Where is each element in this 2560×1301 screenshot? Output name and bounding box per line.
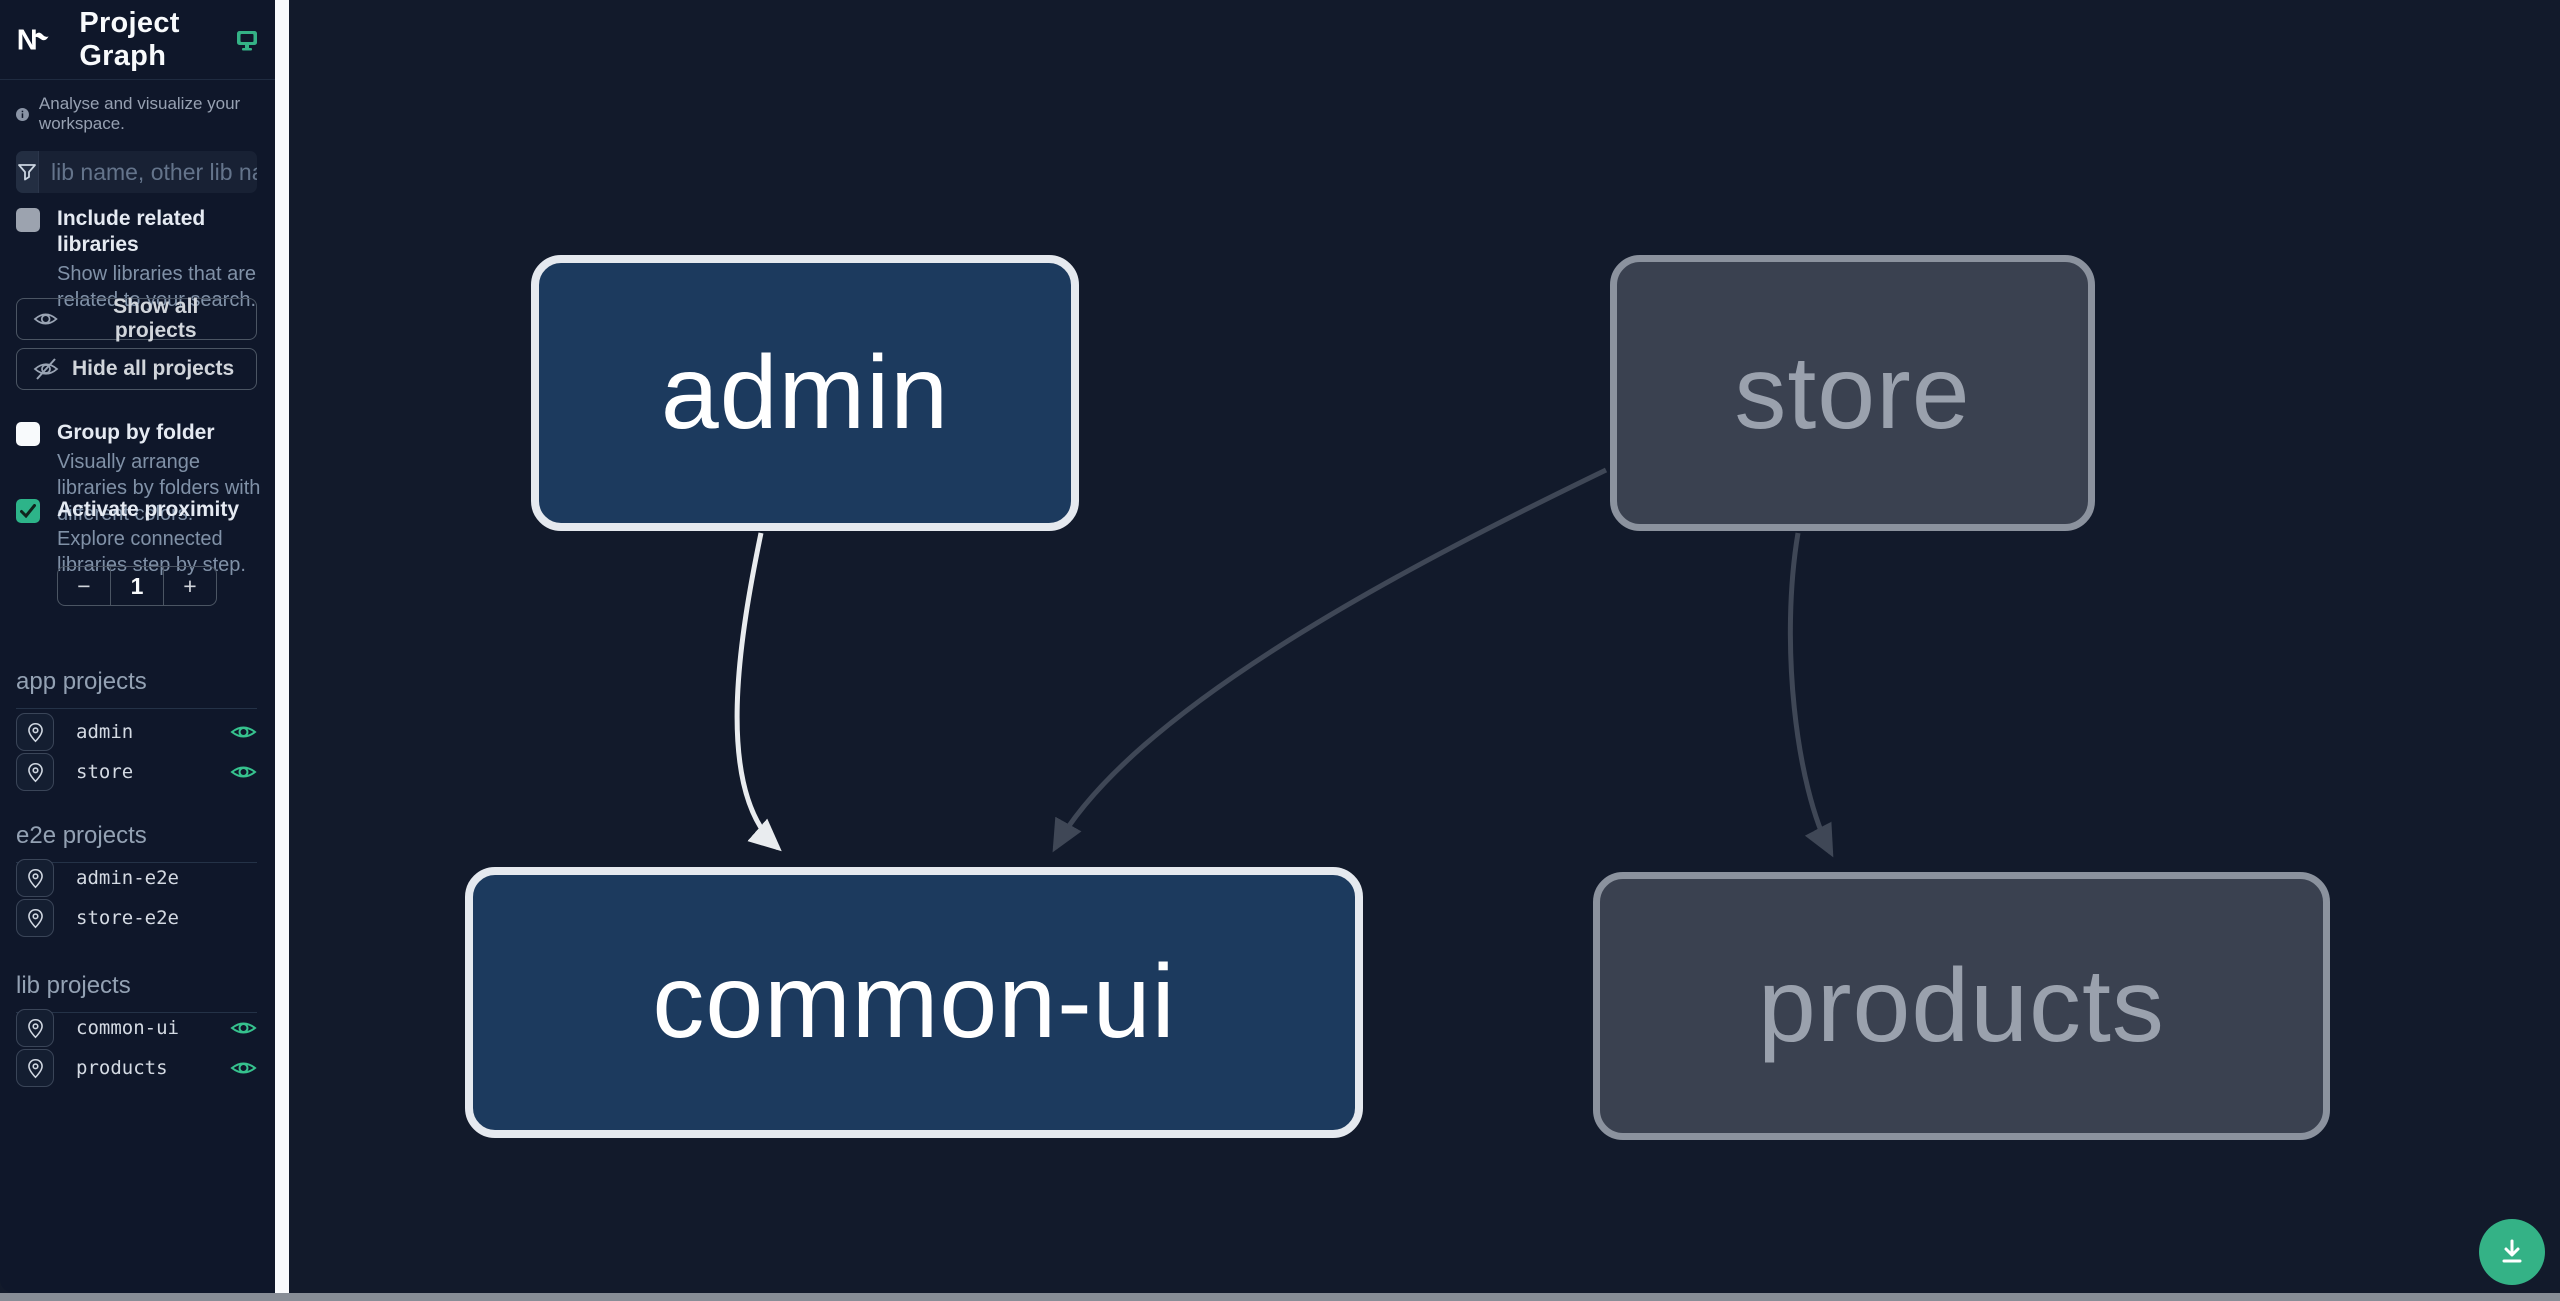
- eye-off-icon: [33, 358, 59, 380]
- visibility-eye-icon[interactable]: [230, 720, 257, 744]
- project-row-products: products: [16, 1048, 257, 1088]
- download-icon: [2502, 1239, 2522, 1263]
- visibility-eye-icon[interactable]: [230, 1056, 257, 1080]
- focus-icon[interactable]: [16, 859, 54, 897]
- project-name: store: [76, 761, 134, 783]
- focus-icon[interactable]: [16, 753, 54, 791]
- section-heading-app-projects: app projects: [16, 668, 257, 709]
- project-name: common-ui: [76, 1017, 179, 1039]
- checkbox-description: Visually arrange libraries by folders wi…: [57, 451, 261, 525]
- button-label: Show all projects: [113, 295, 199, 342]
- checkbox-description: Show libraries that are related to your …: [57, 263, 256, 311]
- sidebar: N Project Graph Analyse and visualize yo…: [0, 0, 275, 1293]
- tagline: Analyse and visualize your workspace.: [16, 94, 261, 134]
- focus-icon[interactable]: [16, 1009, 54, 1047]
- project-row-store-e2e: store-e2e: [16, 898, 257, 938]
- node-label: common-ui: [652, 944, 1176, 1060]
- focus-icon[interactable]: [16, 1049, 54, 1087]
- svg-text:N: N: [17, 24, 38, 56]
- project-row-admin-e2e: admin-e2e: [16, 858, 257, 898]
- checkbox-label: Group by folder: [57, 421, 215, 444]
- graph-node-products[interactable]: products: [1593, 872, 2330, 1140]
- info-icon: [16, 107, 29, 121]
- activate-proximity-option: Activate proximity Explore connected lib…: [16, 497, 262, 578]
- node-label: store: [1734, 334, 1971, 451]
- focus-icon[interactable]: [16, 713, 54, 751]
- edge-store-to-common-ui[interactable]: [1052, 467, 1608, 853]
- graph-node-common-ui[interactable]: common-ui: [465, 867, 1363, 1138]
- sidebar-canvas-divider: [275, 0, 289, 1293]
- project-row-admin: admin: [16, 712, 257, 752]
- filter-control: [16, 151, 257, 193]
- project-name: admin: [76, 721, 134, 743]
- eye-icon: [33, 313, 58, 325]
- group-by-folder-option: Group by folder Visually arrange librari…: [16, 420, 262, 527]
- edge-admin-to-common-ui[interactable]: [734, 532, 782, 852]
- graph-node-admin[interactable]: admin: [531, 255, 1079, 531]
- depth-value: 1: [110, 567, 164, 605]
- monitor-icon[interactable]: [235, 28, 259, 52]
- nx-logo-icon: N: [17, 24, 49, 56]
- download-graph-button[interactable]: [2479, 1219, 2545, 1285]
- window-bottom-edge: [0, 1293, 2560, 1301]
- visibility-eye-icon[interactable]: [230, 760, 257, 784]
- hide-all-projects-button[interactable]: Hide all projects: [16, 348, 257, 390]
- button-label: Hide all projects: [72, 357, 235, 380]
- graph-node-store[interactable]: store: [1610, 255, 2095, 531]
- project-row-store: store: [16, 752, 257, 792]
- sidebar-header: N Project Graph: [0, 0, 275, 80]
- project-name: products: [76, 1057, 168, 1079]
- node-label: admin: [660, 334, 950, 451]
- include-related-checkbox[interactable]: [16, 208, 40, 232]
- decrement-button[interactable]: −: [58, 567, 110, 605]
- page-title: Project Graph: [79, 6, 180, 72]
- group-by-folder-checkbox[interactable]: [16, 422, 40, 446]
- filter-input[interactable]: [39, 151, 257, 193]
- proximity-depth-stepper: − 1 +: [57, 566, 217, 606]
- checkbox-label: Activate proximity: [57, 498, 240, 521]
- node-label: products: [1758, 947, 2165, 1064]
- focus-icon[interactable]: [16, 899, 54, 937]
- include-related-option: Include related libraries Show libraries…: [16, 206, 262, 313]
- project-row-common-ui: common-ui: [16, 1008, 257, 1048]
- project-name: admin-e2e: [76, 867, 179, 889]
- check-icon: [20, 504, 36, 518]
- visibility-eye-icon[interactable]: [230, 1016, 257, 1040]
- tagline-text: Analyse and visualize your workspace.: [38, 94, 241, 133]
- increment-button[interactable]: +: [164, 567, 216, 605]
- funnel-icon: [16, 151, 39, 193]
- activate-proximity-checkbox[interactable]: [16, 499, 40, 523]
- checkbox-description: Explore connected libraries step by step…: [57, 528, 246, 576]
- section-heading-e2e-projects: e2e projects: [16, 822, 257, 863]
- section-heading-lib-projects: lib projects: [16, 972, 257, 1013]
- edge-store-to-products[interactable]: [1787, 532, 1834, 858]
- show-all-projects-button[interactable]: Show all projects: [16, 295, 257, 342]
- project-name: store-e2e: [76, 907, 179, 929]
- checkbox-label: Include related libraries: [57, 207, 206, 256]
